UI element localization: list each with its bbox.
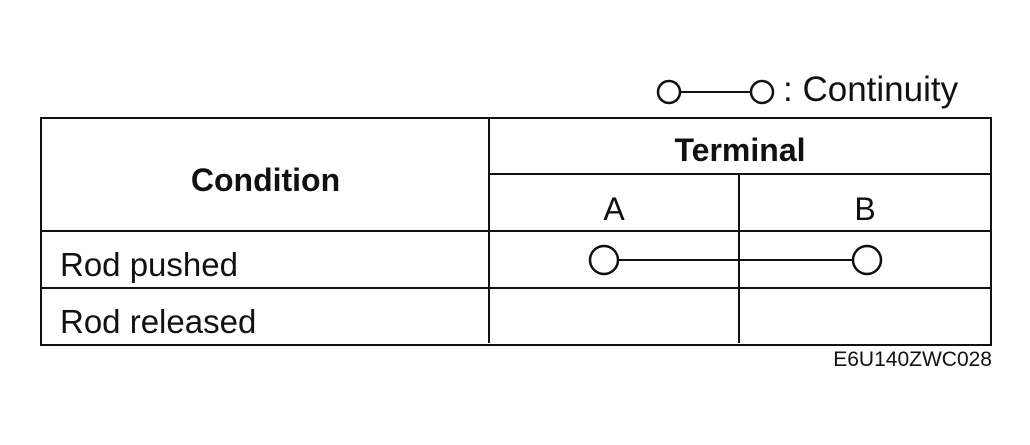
legend-separator: : bbox=[783, 70, 803, 109]
header-terminal: Terminal bbox=[674, 132, 806, 168]
legend-continuity-label: Continuity bbox=[802, 70, 959, 109]
terminal-a-label: A bbox=[603, 191, 625, 227]
terminal-a-circle bbox=[588, 244, 620, 276]
header-bottom-divider bbox=[42, 230, 990, 232]
terminal-b-label: B bbox=[854, 191, 876, 227]
diagram-code: E6U140ZWC028 bbox=[833, 348, 992, 371]
continuity-table: Condition Terminal A B Rod pushed Rod re… bbox=[40, 117, 992, 346]
row-rod-pushed-label: Rod pushed bbox=[60, 246, 238, 283]
legend-label: : Continuity bbox=[783, 70, 958, 110]
continuity-connection-rod-pushed bbox=[588, 244, 883, 276]
continuity-legend: : Continuity bbox=[655, 70, 958, 110]
header-condition: Condition bbox=[190, 162, 341, 198]
continuity-symbol-icon bbox=[656, 79, 775, 105]
row-rod-released-label: Rod released bbox=[60, 303, 257, 340]
terminal-b-circle bbox=[851, 244, 883, 276]
column-divider-terminal bbox=[738, 174, 740, 343]
row-divider bbox=[42, 287, 990, 289]
